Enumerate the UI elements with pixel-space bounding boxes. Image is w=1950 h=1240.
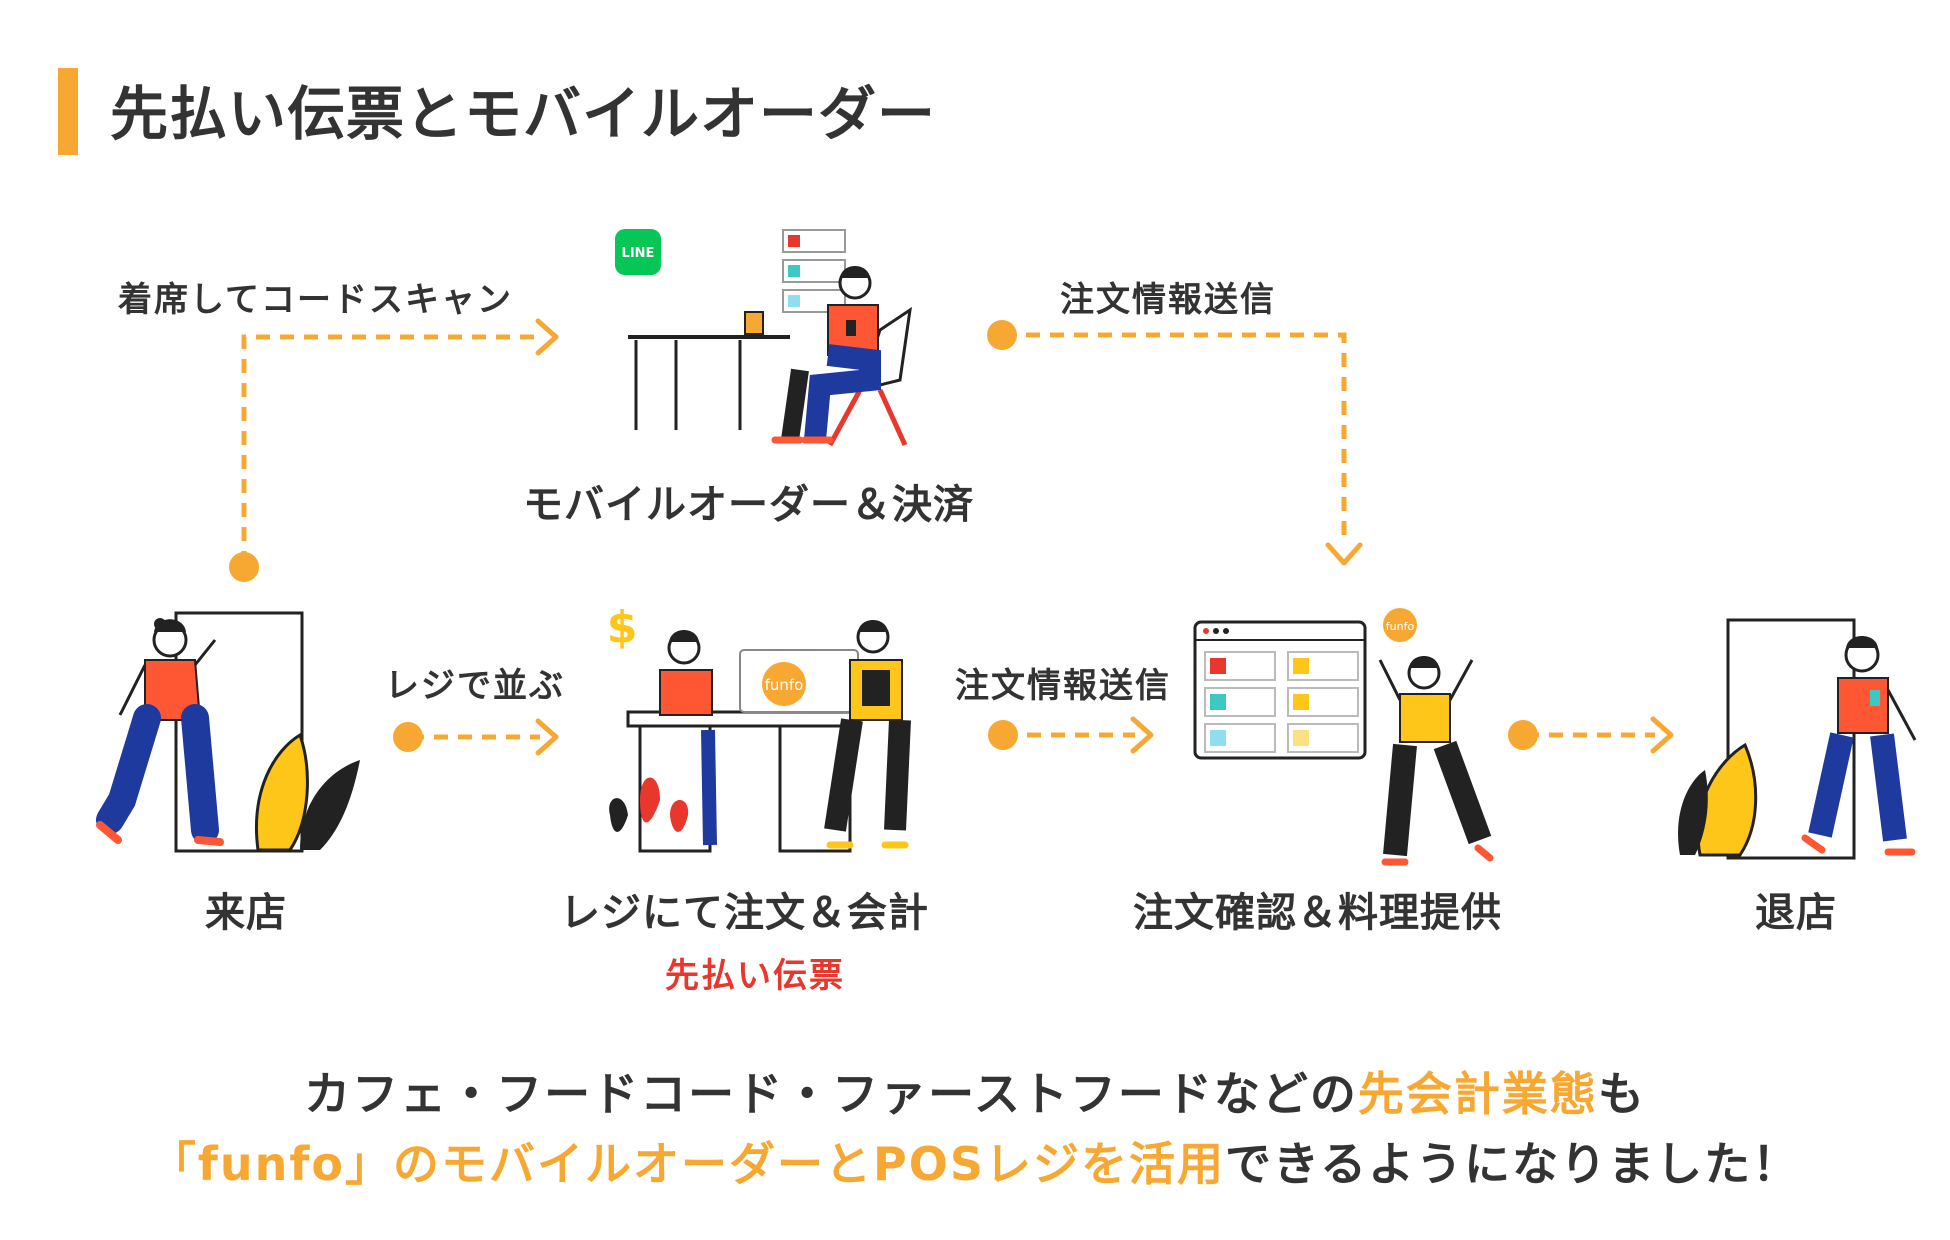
leave-illustration <box>1678 618 1917 860</box>
arrow-head-send-top <box>1325 542 1363 566</box>
footer-line2-b: できるようになりました！ <box>1224 1137 1801 1191</box>
flow-label-send-mid: 注文情報送信 <box>955 666 1171 706</box>
dot-scan-start <box>229 552 259 582</box>
footer-line1-a: カフェ・フードコード・ファーストフードなどの <box>304 1067 1358 1121</box>
dot-queue-start <box>393 722 423 752</box>
stage-label-leave: 退店 <box>1755 890 1837 936</box>
arrow-head-send-mid <box>1130 716 1154 754</box>
kitchen-illustration: funfo <box>1193 608 1494 866</box>
footer-line2-highlight: 「funfo」のモバイルオーダーとPOSレジを活用 <box>149 1137 1225 1191</box>
flow-label-queue: レジで並ぶ <box>385 666 565 706</box>
footer-line-1: カフェ・フードコード・ファーストフードなどの先会計業態も <box>0 1058 1950 1124</box>
arrow-send-top-path <box>1002 332 1347 545</box>
flow-label-send-top: 注文情報送信 <box>1060 280 1276 320</box>
stage-label-kitchen: 注文確認＆料理提供 <box>1133 890 1502 936</box>
kitchen-funfo-text: funfo <box>1386 620 1415 633</box>
arrow-head-scan <box>535 318 559 356</box>
stage-label-visit: 来店 <box>205 890 287 936</box>
title-accent-bar <box>58 68 78 155</box>
stage-label-register: レジにて注文＆会計 <box>560 890 929 936</box>
visit-illustration <box>96 611 360 853</box>
mobile-order-illustration: LINE <box>615 229 912 447</box>
page-title: 先払い伝票とモバイルオーダー <box>110 80 937 148</box>
flow-label-scan: 着席してコードスキャン <box>118 280 513 320</box>
arrow-head-queue <box>535 718 559 756</box>
dot-leave-start <box>1508 720 1538 750</box>
register-illustration: $ funfo <box>607 602 911 853</box>
footer-line1-c: も <box>1597 1067 1646 1121</box>
stage-label-mobile-order: モバイルオーダー＆決済 <box>523 482 974 528</box>
line-badge-text: LINE <box>622 246 655 261</box>
dot-send-top-start <box>987 320 1017 350</box>
arrow-head-leave <box>1650 716 1674 754</box>
dot-send-mid-start <box>988 720 1018 750</box>
arrow-scan-path <box>241 334 540 565</box>
footer-line1-highlight: 先会計業態 <box>1357 1067 1598 1121</box>
footer-line-2: 「funfo」のモバイルオーダーとPOSレジを活用できるようになりました！ <box>0 1128 1950 1194</box>
register-note: 先払い伝票 <box>665 956 845 996</box>
dollar-icon: $ <box>607 602 638 653</box>
register-funfo-text: funfo <box>765 676 804 694</box>
